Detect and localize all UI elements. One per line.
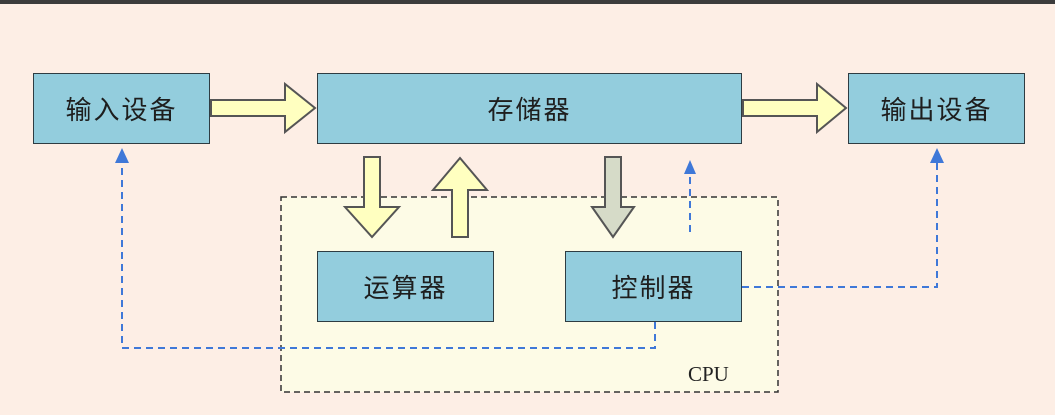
- control-signal-controller-to-output: [742, 148, 944, 288]
- input-device-label: 输入设备: [65, 96, 178, 126]
- arrow-input-to-memory: [210, 81, 317, 135]
- memory-label: 存储器: [487, 96, 572, 126]
- control-signal-arrowhead: [115, 148, 129, 163]
- control-signal-arrowhead: [930, 148, 944, 163]
- cpu-label: CPU: [688, 362, 729, 386]
- alu-label: 运算器: [363, 274, 448, 304]
- control-signal-controller-to-memory: [684, 160, 696, 232]
- control-signal-line: [121, 162, 656, 349]
- controller-label: 控制器: [611, 274, 696, 304]
- input-device-node: 输入设备: [33, 73, 210, 144]
- memory-node: 存储器: [317, 73, 742, 144]
- arrow-memory-to-controller: [590, 156, 636, 239]
- output-device-node: 输出设备: [848, 73, 1025, 144]
- arrow-alu-to-memory: [430, 156, 490, 238]
- control-signal-line: [742, 162, 938, 288]
- controller-node: 控制器: [565, 251, 742, 322]
- arrow-memory-to-alu: [342, 156, 402, 239]
- control-signal-arrowhead: [684, 160, 696, 174]
- window-top-bar: [0, 0, 1055, 4]
- arrow-memory-to-output: [742, 81, 848, 135]
- control-signal-controller-to-input: [115, 148, 656, 349]
- output-device-label: 输出设备: [880, 96, 993, 126]
- alu-node: 运算器: [317, 251, 494, 322]
